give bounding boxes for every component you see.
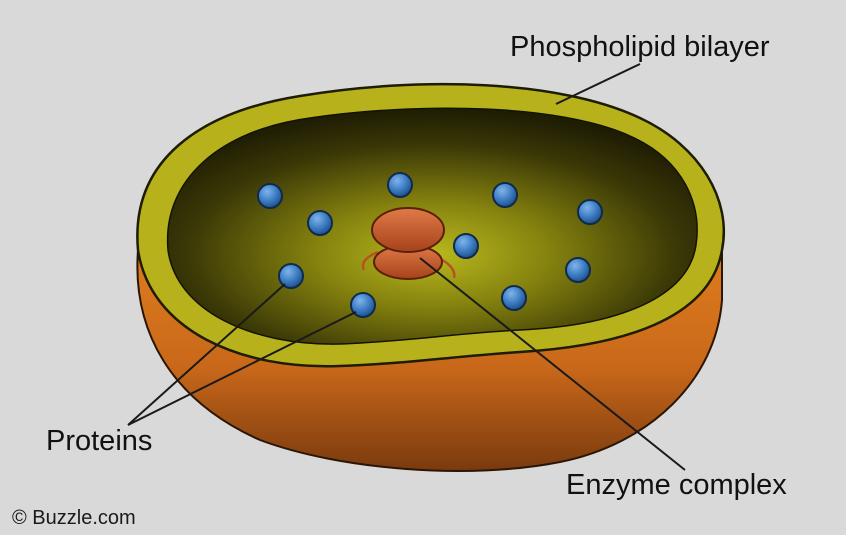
protein-dot — [502, 286, 526, 310]
protein-dot — [388, 173, 412, 197]
enzyme-complex-label: Enzyme complex — [566, 471, 787, 500]
protein-dot — [279, 264, 303, 288]
enzyme-upper-subunit — [372, 208, 444, 252]
copyright-credit: © Buzzle.com — [12, 508, 136, 528]
protein-dot — [454, 234, 478, 258]
protein-dot — [578, 200, 602, 224]
leader-line-phospholipid — [556, 64, 640, 104]
phospholipid-bilayer-label: Phospholipid bilayer — [510, 33, 770, 62]
protein-dot — [258, 184, 282, 208]
protein-dot — [493, 183, 517, 207]
protein-dot — [308, 211, 332, 235]
protein-dot — [566, 258, 590, 282]
proteins-label: Proteins — [46, 427, 152, 456]
